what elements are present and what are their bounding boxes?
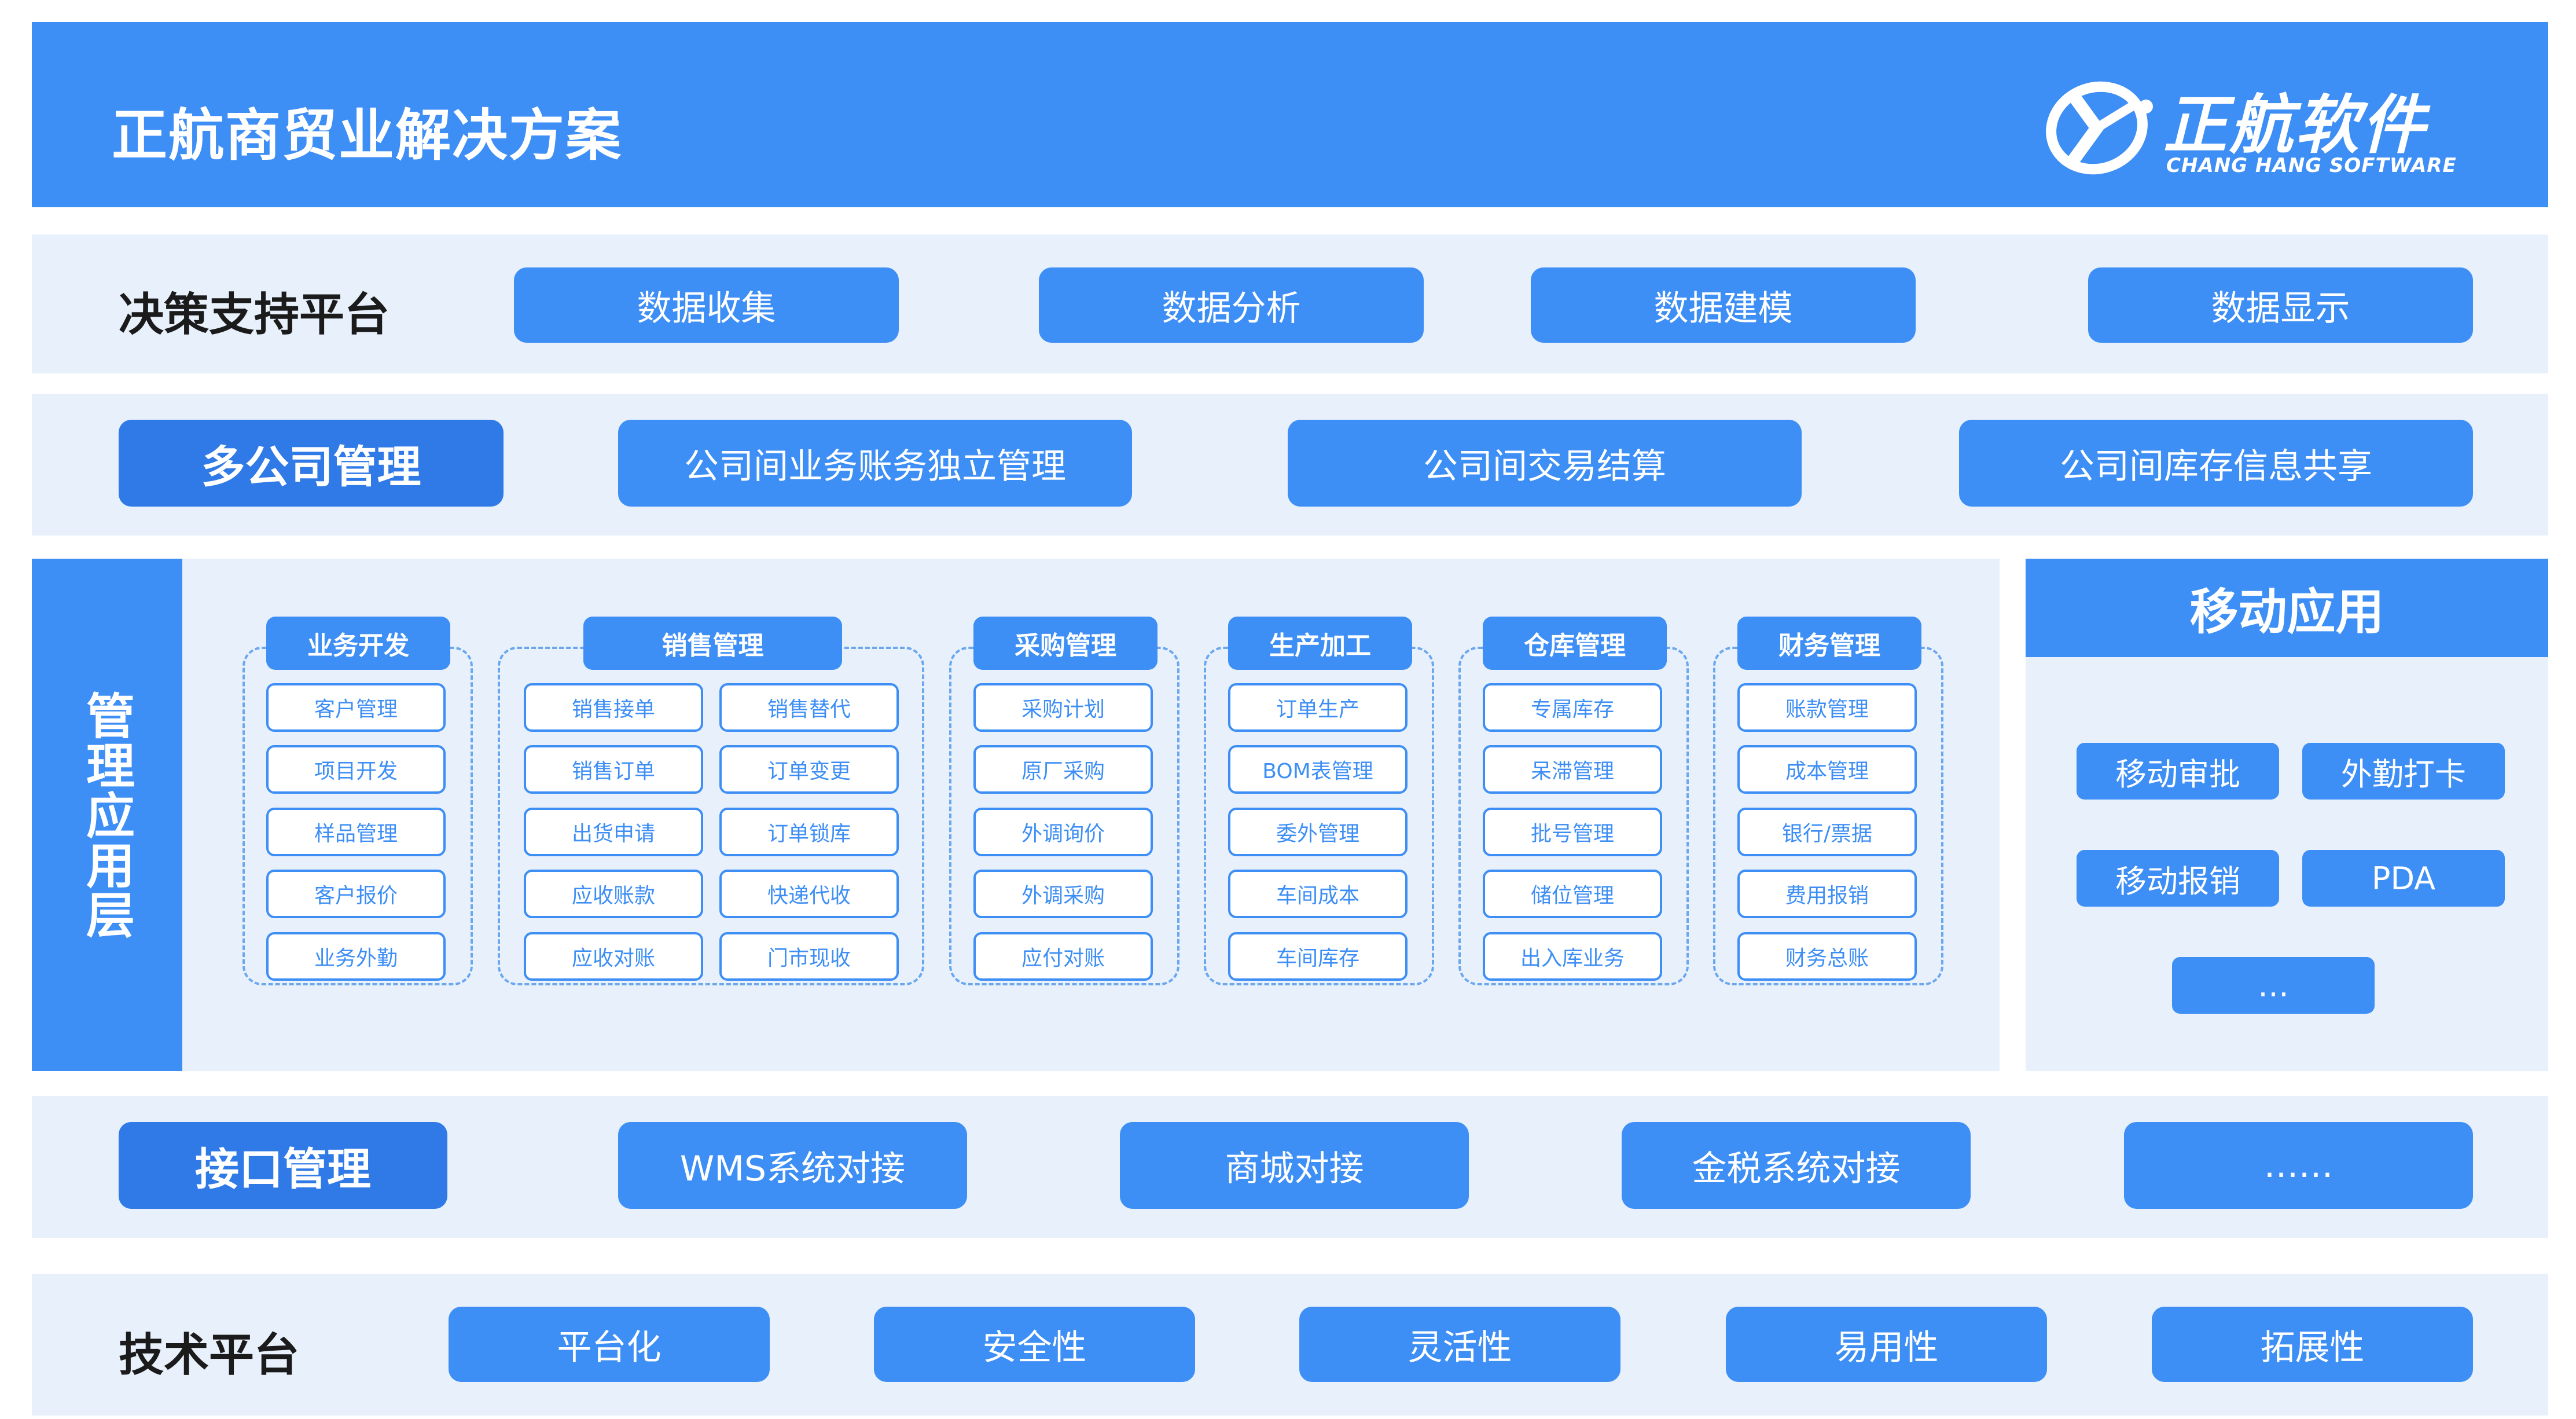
mobile-item[interactable]: 移动报销 [2077,850,2279,907]
module-item[interactable]: 车间库存 [1228,932,1408,981]
interface-label[interactable]: 接口管理 [119,1122,447,1209]
module-item[interactable]: 订单锁库 [719,808,899,856]
module-item[interactable]: 门市现收 [719,932,899,981]
tech-item[interactable]: 易用性 [1726,1307,2047,1382]
module-item[interactable]: 账款管理 [1737,683,1917,732]
multi-company-item[interactable]: 公司间库存信息共享 [1959,420,2473,507]
module-item[interactable]: 样品管理 [266,808,446,856]
module-item[interactable]: 销售替代 [719,683,899,732]
management-layer-label: 管理应用层 [78,690,135,940]
module-item[interactable]: 委外管理 [1228,808,1408,856]
logo: 正航软件 CHANG HANG SOFTWARE [2042,67,2470,183]
module-item[interactable]: 业务外勤 [266,932,446,981]
module-item[interactable]: 外调采购 [973,870,1153,918]
logo-text-cn: 正航软件 [2163,88,2427,162]
decision-item[interactable]: 数据收集 [514,267,899,343]
tech-label: 技术平台 [119,1329,300,1381]
group-title-purchase: 采购管理 [973,617,1157,670]
tech-item[interactable]: 平台化 [449,1307,770,1382]
module-item[interactable]: 呆滞管理 [1483,745,1662,794]
module-item[interactable]: 批号管理 [1483,808,1662,856]
tech-item[interactable]: 灵活性 [1299,1307,1620,1382]
mobile-panel: 移动审批 外勤打卡 移动报销 PDA … [2026,559,2548,1071]
module-item[interactable]: 采购计划 [973,683,1153,732]
decision-band: 决策支持平台 数据收集 数据分析 数据建模 数据显示 [32,234,2548,373]
interface-item[interactable]: WMS系统对接 [618,1122,967,1209]
decision-item[interactable]: 数据显示 [2088,267,2473,343]
decision-item[interactable]: 数据建模 [1531,267,1916,343]
mobile-item[interactable]: 移动审批 [2077,743,2279,800]
module-item[interactable]: 财务总账 [1737,932,1917,981]
module-item[interactable]: 客户管理 [266,683,446,732]
module-item[interactable]: 出货申请 [524,808,703,856]
module-item[interactable]: 外调询价 [973,808,1153,856]
module-item[interactable]: 专属库存 [1483,683,1662,732]
page-title: 正航商贸业解决方案 [112,103,622,168]
module-item[interactable]: 应收对账 [524,932,703,981]
module-item[interactable]: 项目开发 [266,745,446,794]
logo-text-en: CHANG HANG SOFTWARE [2166,154,2457,177]
group-title-production: 生产加工 [1228,617,1412,670]
module-item[interactable]: 出入库业务 [1483,932,1662,981]
module-item[interactable]: 银行/票据 [1737,808,1917,856]
module-item[interactable]: 客户报价 [266,870,446,918]
group-title-sales: 销售管理 [583,617,842,670]
header-banner: 正航商贸业解决方案 正航软件 CHANG HANG SOFTWARE [32,22,2548,207]
module-item[interactable]: 销售接单 [524,683,703,732]
interface-band: 接口管理 WMS系统对接 商城对接 金税系统对接 …… [32,1096,2548,1238]
multi-company-band: 多公司管理 公司间业务账务独立管理 公司间交易结算 公司间库存信息共享 [32,394,2548,536]
module-item[interactable]: 快递代收 [719,870,899,918]
module-item[interactable]: 订单变更 [719,745,899,794]
group-title-warehouse: 仓库管理 [1483,617,1667,670]
decision-item[interactable]: 数据分析 [1039,267,1424,343]
mobile-item[interactable]: 外勤打卡 [2302,743,2505,800]
module-item[interactable]: 订单生产 [1228,683,1408,732]
multi-company-label[interactable]: 多公司管理 [119,420,504,507]
module-item[interactable]: BOM表管理 [1228,745,1408,794]
tech-band: 技术平台 平台化 安全性 灵活性 易用性 拓展性 [32,1274,2548,1416]
module-item[interactable]: 费用报销 [1737,870,1917,918]
decision-label: 决策支持平台 [119,289,390,341]
interface-item-more[interactable]: …… [2124,1122,2473,1209]
group-title-finance: 财务管理 [1737,617,1921,670]
group-title-business: 业务开发 [266,617,450,670]
module-item[interactable]: 销售订单 [524,745,703,794]
multi-company-item[interactable]: 公司间业务账务独立管理 [618,420,1132,507]
module-item[interactable]: 应收账款 [524,870,703,918]
interface-item[interactable]: 金税系统对接 [1622,1122,1971,1209]
module-item[interactable]: 车间成本 [1228,870,1408,918]
management-layer-body: 业务开发 客户管理 项目开发 样品管理 客户报价 业务外勤 销售管理 销售接单 … [182,559,2000,1071]
management-layer-side: 管理应用层 [32,559,182,1071]
module-item[interactable]: 应付对账 [973,932,1153,981]
module-item[interactable]: 储位管理 [1483,870,1662,918]
mobile-item-more[interactable]: … [2172,957,2375,1014]
logo-icon [2046,81,2153,175]
tech-item[interactable]: 安全性 [874,1307,1195,1382]
interface-item[interactable]: 商城对接 [1120,1122,1469,1209]
module-item[interactable]: 成本管理 [1737,745,1917,794]
multi-company-item[interactable]: 公司间交易结算 [1288,420,1802,507]
module-item[interactable]: 原厂采购 [973,745,1153,794]
mobile-title: 移动应用 [2026,559,2548,657]
mobile-item[interactable]: PDA [2302,850,2505,907]
tech-item[interactable]: 拓展性 [2152,1307,2473,1382]
